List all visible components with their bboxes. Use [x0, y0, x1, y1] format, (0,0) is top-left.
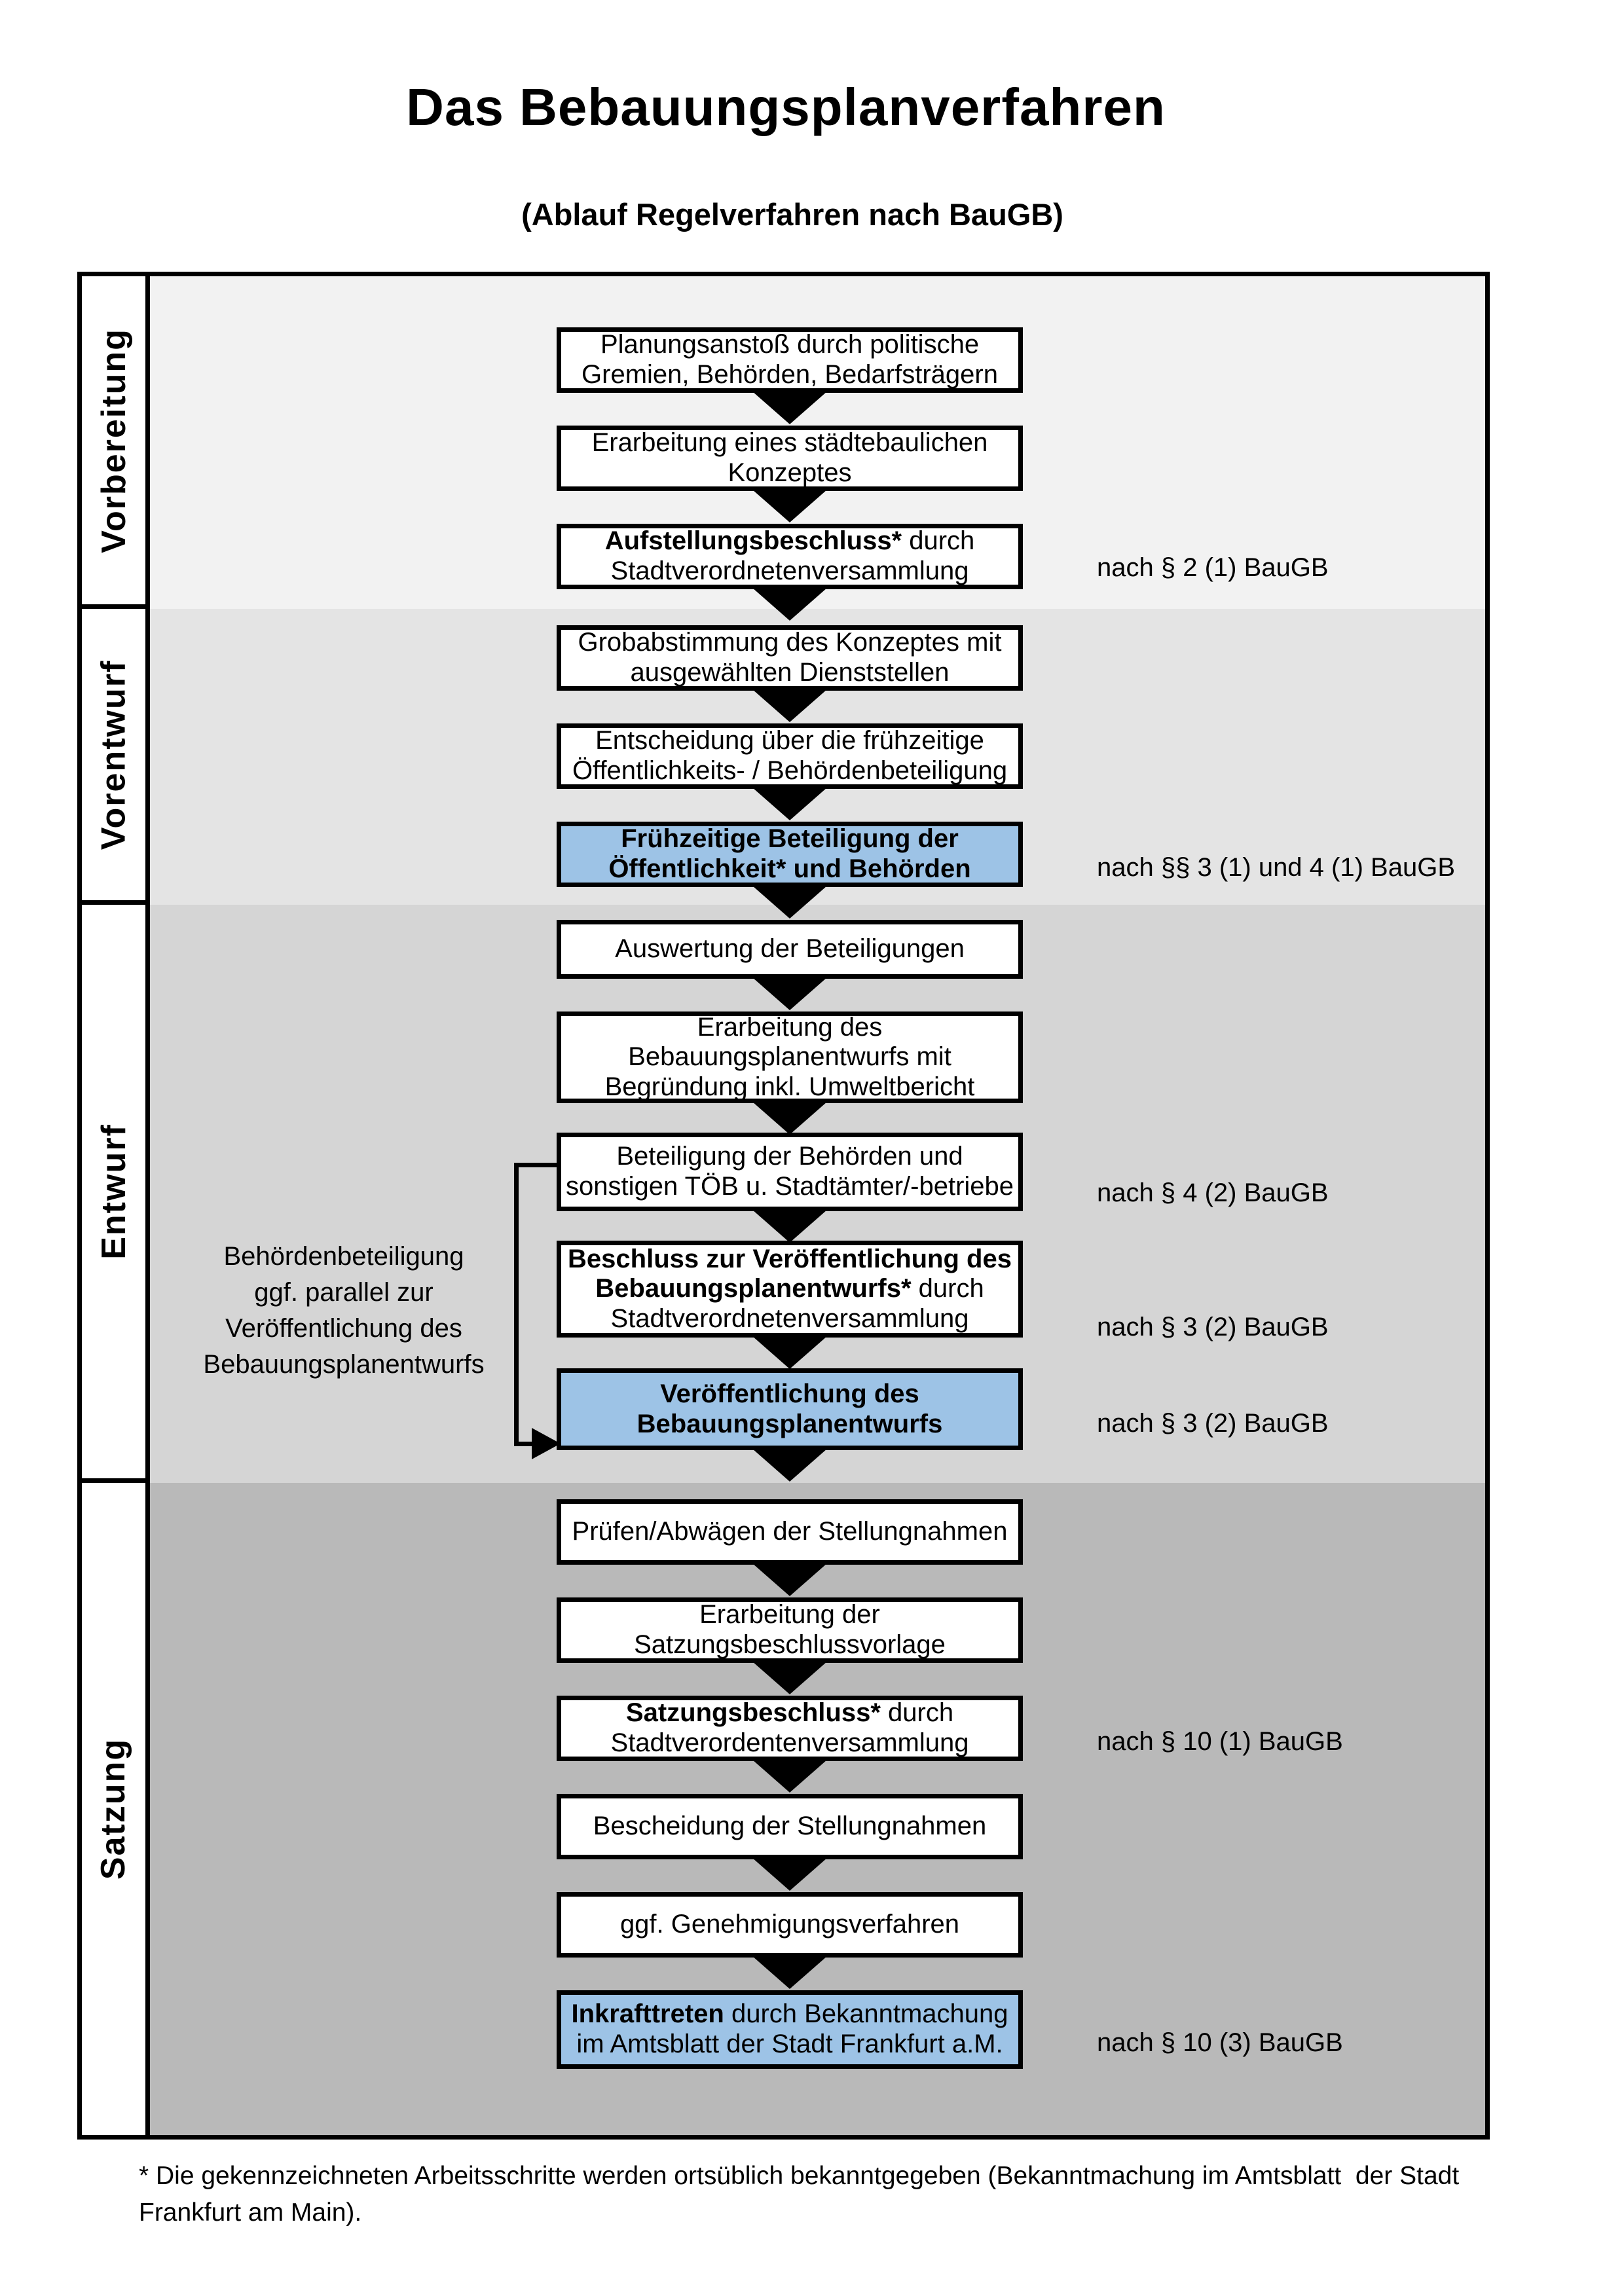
- phase-label-cell-vorbereitung: Vorbereitung: [82, 276, 150, 609]
- flow-arrow-down-5: [752, 788, 827, 820]
- phase-label-cell-vorentwurf: Vorentwurf: [82, 609, 150, 905]
- flow-box-line: Erarbeitung eines städtebaulichen: [591, 428, 988, 458]
- flow-box-line: Stadtverordnetenversammlung: [610, 1303, 969, 1333]
- flow-arrow-down-6: [752, 886, 827, 919]
- phase-label-entwurf: Entwurf: [94, 1123, 133, 1260]
- flow-arrow-down-4: [752, 689, 827, 722]
- flow-box-line: Erarbeitung der: [699, 1600, 880, 1630]
- flow-box-line: Inkrafttreten durch Bekanntmachung: [571, 1999, 1008, 2029]
- annotation-line: Bebauungsplanentwurfs: [203, 1350, 485, 1379]
- phase-label-satzung: Satzung: [94, 1738, 133, 1880]
- flow-arrow-down-7: [752, 977, 827, 1010]
- flow-arrow-down-13: [752, 1662, 827, 1694]
- flow-box-line: Grobabstimmung des Konzeptes mit: [578, 628, 1002, 657]
- phase-label-cell-entwurf: Entwurf: [82, 905, 150, 1483]
- annotation-line: Behördenbeteiligung: [223, 1242, 464, 1271]
- bracket-arrowhead-icon: [532, 1428, 561, 1459]
- legal-ref-aufstellungsbeschluss: nach § 2 (1) BauGB: [1097, 553, 1329, 582]
- flow-box-line: Veröffentlichung des: [660, 1379, 919, 1408]
- flow-box-auswertung-beteiligungen: Auswertung der Beteiligungen: [557, 920, 1023, 979]
- flow-box-line: Bescheidung der Stellungnahmen: [593, 1812, 987, 1841]
- flow-box-pruefen-abwaegen-stellungnahmen: Prüfen/Abwägen der Stellungnahmen: [557, 1499, 1023, 1565]
- flow-box-line: Stadtverordnetenversammlung: [610, 556, 969, 585]
- flow-box-line: Frühzeitige Beteiligung der: [621, 824, 959, 854]
- page-subtitle: (Ablauf Regelverfahren nach BauGB): [521, 197, 1063, 232]
- bracket-h-bot: [514, 1442, 534, 1446]
- flow-box-line: Bebauungsplanentwurfs: [637, 1409, 943, 1438]
- flow-arrow-down-11: [752, 1449, 827, 1482]
- bracket-v-line: [514, 1163, 519, 1446]
- flow-box-line: Bebauungsplanentwurfs* durch: [595, 1274, 984, 1303]
- legal-ref-veroeffentlichung: nach § 3 (2) BauGB: [1097, 1409, 1329, 1438]
- flow-box-line: Aufstellungsbeschluss* durch: [604, 526, 975, 556]
- flow-box-line: Bebauungsplanentwurfs mit: [628, 1042, 951, 1072]
- flow-arrow-down-16: [752, 1956, 827, 1989]
- flow-box-line: Beteiligung der Behörden und: [616, 1142, 963, 1171]
- flow-box-line: Stadtverordentenversammlung: [610, 1728, 969, 1757]
- phase-label-vorbereitung: Vorbereitung: [94, 327, 133, 553]
- flow-box-line: Gremien, Behörden, Bedarfsträgern: [581, 360, 998, 389]
- flow-box-line: sonstigen TÖB u. Stadtämter/-betriebe: [565, 1172, 1014, 1201]
- flow-box-line: Entscheidung über die frühzeitige: [595, 726, 984, 756]
- flow-box-line: Öffentlichkeit* und Behörden: [608, 854, 971, 883]
- flow-box-line: ausgewählten Dienststellen: [630, 658, 950, 687]
- flow-box-line: ggf. Genehmigungsverfahren: [619, 1910, 960, 1939]
- flow-box-bescheidung-stellungnahmen: Bescheidung der Stellungnahmen: [557, 1794, 1023, 1859]
- flow-box-line: Konzeptes: [728, 458, 852, 487]
- flow-arrow-down-14: [752, 1760, 827, 1793]
- flow-arrow-down-9: [752, 1210, 827, 1243]
- legal-ref-satzungsbeschluss: nach § 10 (1) BauGB: [1097, 1727, 1343, 1756]
- phase-label-cell-satzung: Satzung: [82, 1483, 150, 2135]
- flow-box-line: im Amtsblatt der Stadt Frankfurt a.M.: [576, 2030, 1003, 2058]
- annotation-line: ggf. parallel zur: [254, 1278, 434, 1307]
- flow-arrow-down-12: [752, 1563, 827, 1596]
- flow-arrow-down-2: [752, 490, 827, 522]
- legal-ref-beschluss-veroeffentlichung: nach § 3 (2) BauGB: [1097, 1313, 1329, 1341]
- legal-ref-behoerdenbeteiligung: nach § 4 (2) BauGB: [1097, 1178, 1329, 1207]
- flow-box-line: Erarbeitung des: [697, 1012, 883, 1042]
- flow-box-line: Beschluss zur Veröffentlichung des: [568, 1244, 1012, 1273]
- legal-ref-fruehzeitige-beteiligung: nach §§ 3 (1) und 4 (1) BauGB: [1097, 853, 1455, 882]
- flow-box-line: Auswertung der Beteiligungen: [615, 934, 965, 964]
- flow-box-line: Begründung inkl. Umweltbericht: [604, 1072, 975, 1101]
- legal-ref-inkrafttreten: nach § 10 (3) BauGB: [1097, 2028, 1343, 2057]
- flow-box-line: Öffentlichkeits- / Behördenbeteiligung: [572, 756, 1008, 785]
- phase-label-vorentwurf: Vorentwurf: [94, 659, 133, 850]
- flow-arrow-down-15: [752, 1858, 827, 1891]
- flow-arrow-down-1: [752, 392, 827, 424]
- flow-arrow-down-10: [752, 1336, 827, 1369]
- flow-box-line: Prüfen/Abwägen der Stellungnahmen: [572, 1517, 1008, 1546]
- flow-box-line: Satzungsbeschluss* durch: [625, 1698, 954, 1728]
- page-title: Das Bebauungsplanverfahren: [406, 78, 1166, 136]
- annotation-line: Veröffentlichung des: [225, 1314, 462, 1343]
- flow-arrow-down-3: [752, 588, 827, 621]
- footnote: * Die gekennzeichneten Arbeitsschritte w…: [139, 2162, 1467, 2227]
- bracket-h-top: [514, 1163, 561, 1167]
- flow-box-genehmigungsverfahren: ggf. Genehmigungsverfahren: [557, 1892, 1023, 1958]
- flow-arrow-down-8: [752, 1102, 827, 1135]
- flow-box-line: Satzungsbeschlussvorlage: [634, 1630, 946, 1659]
- flow-box-line: Planungsanstoß durch politische: [600, 330, 980, 359]
